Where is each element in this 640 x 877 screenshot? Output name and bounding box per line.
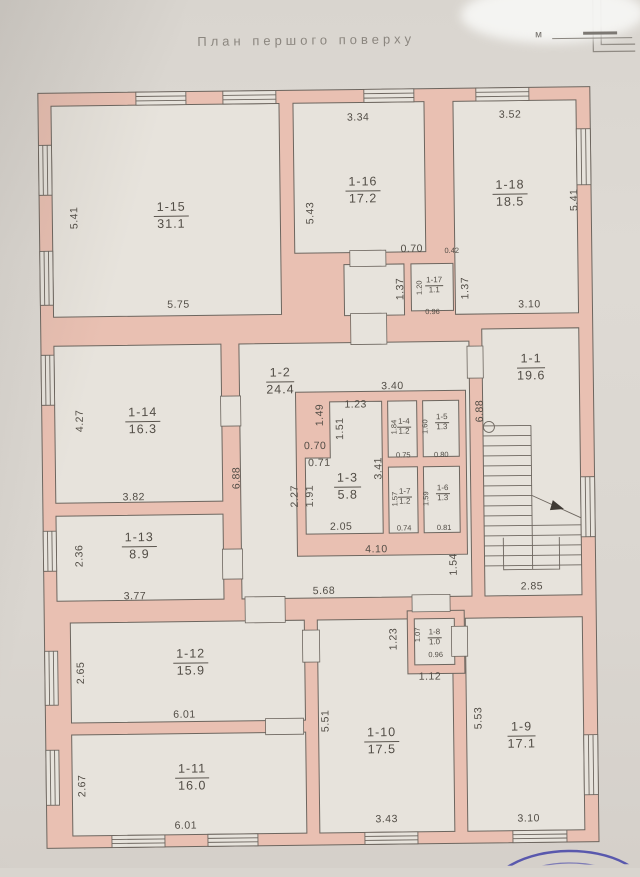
dimension-label: 3.41	[372, 456, 385, 480]
dimension-label: 3.10	[518, 298, 541, 311]
dimension-label: 1.84	[389, 419, 399, 435]
dimension-label: 2.65	[74, 661, 88, 685]
door-openings	[220, 249, 484, 736]
dimension-label: 2.27	[288, 484, 301, 508]
dimension-label: 5.43	[304, 201, 317, 225]
dimension-label: 1.37	[459, 276, 472, 300]
drawing-title: План першого поверху	[197, 31, 416, 49]
dimension-label: 3.40	[381, 379, 404, 393]
stair-direction-arrow	[549, 500, 564, 511]
dimension-label: 6.01	[174, 819, 198, 832]
dimension-label: 0.96	[428, 649, 444, 660]
dimension-label: 5.68	[312, 584, 336, 598]
dimension-label: 1.07	[412, 627, 423, 643]
dimension-label: 3.10	[517, 812, 541, 825]
dimension-label: 1.91	[303, 484, 316, 508]
dimension-label: 6.88	[473, 399, 486, 423]
dimension-label: 0.42	[444, 245, 460, 255]
dimension-label: 4.27	[73, 409, 86, 433]
dimension-label: 0.96	[425, 307, 440, 317]
dimension-label: 1.20	[414, 280, 424, 296]
dimension-label: 5.75	[167, 298, 190, 311]
dimension-label: 1.60	[420, 419, 430, 435]
dimension-label: 3.43	[375, 813, 399, 826]
dimension-label: 6.88	[230, 466, 243, 490]
dimension-label: 6.01	[173, 708, 196, 721]
dimension-label: 0.70	[303, 439, 327, 453]
dimension-label: 1.54	[447, 553, 460, 576]
dimension-label: 3.52	[498, 108, 522, 121]
dimension-label: 1.57	[390, 491, 400, 507]
dimension-label: 0.80	[433, 449, 449, 460]
walls	[37, 86, 600, 849]
stamp-mark-letter: м	[535, 29, 543, 41]
dimension-label: 3.34	[346, 111, 370, 124]
stamp-dash	[583, 31, 618, 35]
dimension-label: 0.81	[436, 522, 452, 533]
dimension-label: 3.82	[122, 491, 146, 504]
stair-column-mark	[482, 420, 495, 433]
dimension-label: 0.71	[308, 456, 331, 470]
dimension-label: 1.23	[344, 398, 367, 411]
dimension-label: 5.41	[568, 188, 581, 212]
dimension-label: 1.23	[387, 627, 400, 651]
dimension-label: 4.10	[365, 543, 388, 556]
dimension-label: 5.53	[472, 706, 485, 730]
dimension-label: 0.70	[400, 242, 424, 255]
dimension-label: 1.51	[333, 417, 347, 441]
dimension-label: 2.05	[329, 520, 353, 533]
dimension-label: 5.41	[68, 206, 81, 230]
dimension-label: 0.74	[396, 523, 412, 533]
dimension-label: 0.75	[395, 450, 411, 460]
dimension-label: 1.49	[313, 403, 326, 427]
staircase	[482, 420, 582, 571]
dimension-label: 2.67	[76, 774, 89, 798]
dimension-label: 2.85	[520, 580, 544, 593]
round-stamp-icon	[487, 849, 640, 877]
dimension-label: 1.37	[394, 277, 407, 301]
dimension-label: 1.59	[421, 491, 431, 507]
windows	[37, 86, 599, 849]
dimension-label: 3.77	[123, 590, 147, 603]
dimension-label: 5.51	[319, 709, 332, 733]
dimension-label: 1.12	[418, 670, 442, 683]
dimension-label: 2.36	[73, 544, 86, 568]
